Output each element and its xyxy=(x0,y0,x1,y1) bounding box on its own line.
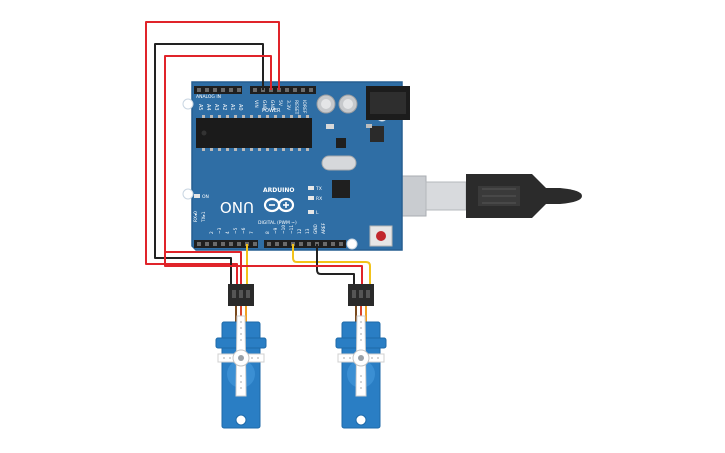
servo-left[interactable] xyxy=(215,284,267,429)
pin-label: 4 xyxy=(225,231,231,234)
rx-led-label: RX xyxy=(316,196,322,202)
capacitor xyxy=(316,94,336,114)
mounting-hole xyxy=(182,98,194,110)
pin-label: A0 xyxy=(237,104,243,111)
pin-label: ~9 xyxy=(273,227,279,234)
pin-label: 7 xyxy=(249,231,255,234)
pin-label: 13 xyxy=(305,228,311,234)
tx-led-label: TX xyxy=(315,186,322,192)
pin-label: 5V xyxy=(277,100,283,107)
pin-label: VIN xyxy=(253,100,259,108)
pin-label: ~6 xyxy=(241,227,247,234)
pin-label: AREF xyxy=(321,222,327,234)
mounting-hole xyxy=(346,238,358,250)
reset-button[interactable] xyxy=(369,225,393,247)
arduino-brand-label: ARDUINO xyxy=(263,187,294,194)
servo-right[interactable] xyxy=(335,284,387,429)
l-led xyxy=(308,210,314,214)
pin-label: 8 xyxy=(265,231,271,234)
usb-b-connector-shroud xyxy=(425,181,467,211)
digital-header-label: DIGITAL (PWM ~) xyxy=(258,220,297,226)
digital-header-left xyxy=(194,240,258,248)
pin-label: TX▸1 xyxy=(201,211,207,223)
pin-label: IOREF xyxy=(301,100,307,114)
pin-label: GND xyxy=(313,223,319,234)
rx-led xyxy=(308,196,314,200)
usb-controller-chip xyxy=(332,180,350,198)
smd-chip xyxy=(336,138,346,148)
pin-label: ~10 xyxy=(281,225,287,234)
pin-label: GND xyxy=(269,100,275,111)
on-led-label: ON xyxy=(202,194,209,200)
atmega-chip xyxy=(196,115,312,151)
usb-cable[interactable] xyxy=(371,174,582,218)
wire-gnd-right-servo[interactable] xyxy=(316,244,355,284)
pin-label: RESET xyxy=(293,100,299,115)
pin-label: A5 xyxy=(197,104,203,111)
power-header-label: POWER xyxy=(262,108,281,114)
servo-horn[interactable] xyxy=(217,315,265,397)
wire-5v-branch[interactable] xyxy=(164,55,272,284)
pin-label: ~5 xyxy=(233,227,239,234)
digital-header-right xyxy=(264,240,346,248)
on-led xyxy=(194,194,200,198)
smd-component xyxy=(326,124,334,129)
pin-label: 2 xyxy=(209,231,215,234)
analog-header xyxy=(194,86,242,94)
digital-pin-labels-left: RX◂0 TX▸1 2 ~3 4 ~5 ~6 7 xyxy=(193,211,255,234)
dc-power-jack xyxy=(366,86,410,120)
servo-horn[interactable] xyxy=(337,315,385,397)
wire-gnd-left-servo[interactable] xyxy=(154,43,264,284)
mounting-hole xyxy=(182,188,194,200)
pin-label: A2 xyxy=(221,104,227,111)
pin-label: ~11 xyxy=(289,225,295,234)
l-led-label: L xyxy=(316,210,319,216)
analog-header-label: ANALOG IN xyxy=(196,94,221,100)
pin-label: ~3 xyxy=(217,227,223,234)
wiring xyxy=(145,21,371,284)
power-header xyxy=(250,86,316,94)
wire-5v-right-servo[interactable] xyxy=(164,252,363,284)
voltage-regulator xyxy=(366,124,384,142)
pin-label: 12 xyxy=(297,228,303,234)
arduino-logo-icon xyxy=(263,197,295,213)
analog-pin-labels: A5 A4 A3 A2 A1 A0 xyxy=(197,104,243,111)
wire-signal-right-servo[interactable] xyxy=(292,244,371,284)
tx-led xyxy=(308,186,314,190)
pin-label: A1 xyxy=(229,104,235,111)
crystal-oscillator xyxy=(321,155,357,171)
usb-cable-tail xyxy=(560,188,582,204)
pin-label: A3 xyxy=(213,104,219,111)
wire-5v-left-servo[interactable] xyxy=(145,21,280,284)
pin-label: A4 xyxy=(205,104,211,111)
power-pin-labels: VIN GND GND 5V 3.3V RESET IOREF xyxy=(253,100,307,115)
arduino-uno-board[interactable]: A5 A4 A3 A2 A1 A0 ANALOG IN VIN GND GND … xyxy=(182,81,410,251)
pin-label: 3.3V xyxy=(285,100,291,111)
uno-label: UNO xyxy=(220,198,254,216)
pin-label: GND xyxy=(261,100,267,111)
capacitor xyxy=(338,94,358,114)
digital-pin-labels-right: 8 ~9 ~10 ~11 12 13 GND AREF xyxy=(265,222,327,234)
pin-label: RX◂0 xyxy=(193,211,199,222)
